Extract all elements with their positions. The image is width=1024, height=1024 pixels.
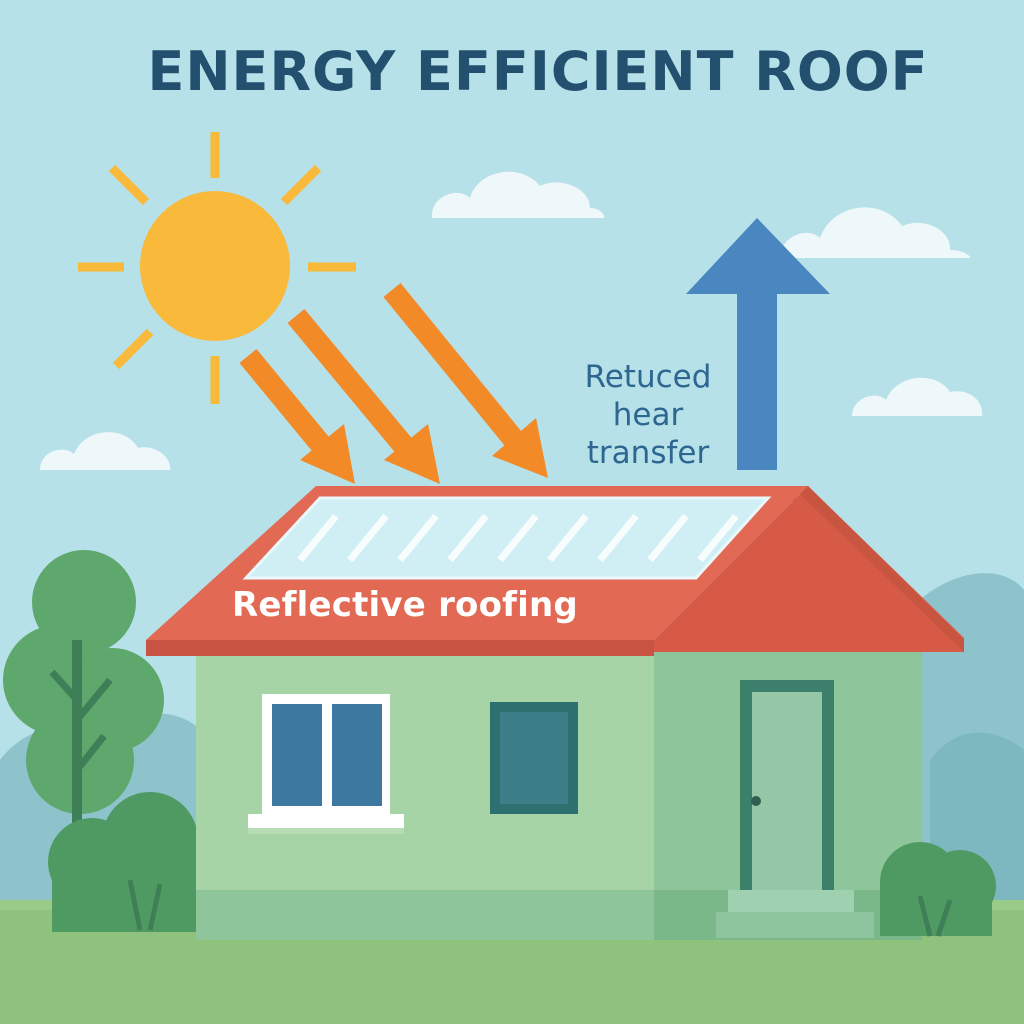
- tree-icon: [3, 550, 164, 830]
- bush-detail: [917, 895, 953, 937]
- window-icon: [490, 702, 578, 814]
- cloud-icon: [780, 207, 971, 258]
- sun-ray-arrow: [287, 308, 440, 484]
- roof-front-band: [146, 640, 654, 656]
- sun-icon: [78, 132, 356, 404]
- reflective-panel: [242, 496, 772, 580]
- bush-detail: [127, 879, 163, 931]
- bush-icon: [880, 842, 996, 936]
- diagram-title: ENERGY EFFICIENT ROOF: [147, 40, 929, 103]
- heat-transfer-arrow: [686, 218, 830, 470]
- heat-transfer-label: Retuced hear transfer: [584, 359, 712, 471]
- sun-ray-arrows: [239, 283, 548, 484]
- cloud-icon: [852, 377, 983, 416]
- door-steps: [716, 890, 874, 938]
- roof-edge: [654, 486, 964, 652]
- window-icon: [248, 694, 404, 834]
- roof-side-face: [800, 486, 964, 652]
- door-icon: [740, 680, 834, 892]
- sun-ray-arrow: [239, 349, 355, 484]
- cloud-icon: [40, 432, 171, 470]
- reflective-roofing-label: Reflective roofing: [232, 585, 578, 625]
- sun-ray-arrow: [383, 283, 548, 478]
- cloud-icon: [431, 171, 605, 218]
- front-wall-base: [196, 890, 654, 940]
